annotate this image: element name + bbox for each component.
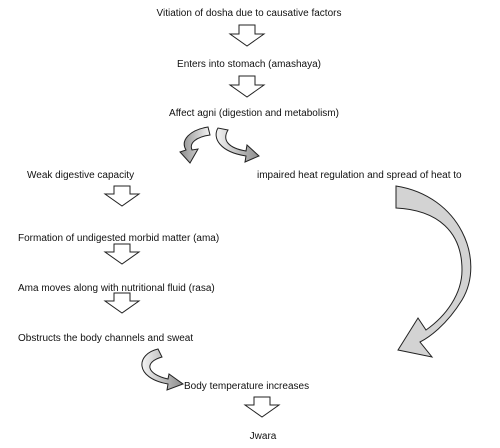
step-impaired-heat: impaired heat regulation and spread of h… <box>257 170 462 181</box>
down-arrow-1 <box>228 24 266 47</box>
step-agni: Affect agni (digestion and metabolism) <box>169 108 339 119</box>
down-arrow-5 <box>103 292 141 314</box>
down-arrow-2 <box>228 75 266 98</box>
step-stomach: Enters into stomach (amashaya) <box>177 59 321 70</box>
curved-arrow-obstructs <box>141 348 185 391</box>
down-arrow-6 <box>243 396 281 418</box>
down-arrow-3 <box>103 185 141 207</box>
curved-arrow-right <box>215 127 260 163</box>
step-jwara: Jwara <box>249 431 277 442</box>
step-obstructs: Obstructs the body channels and sweat <box>18 333 194 344</box>
big-curved-arrow <box>395 185 472 358</box>
step-vitiation: Vitiation of dosha due to causative fact… <box>156 8 342 19</box>
step-ama-moves: Ama moves along with nutritional fluid (… <box>18 283 215 294</box>
step-ama-formation: Formation of undigested morbid matter (a… <box>18 233 220 244</box>
step-weak-digestive: Weak digestive capacity <box>27 170 135 181</box>
step-body-temperature: Body temperature increases <box>184 381 310 392</box>
curved-arrow-left <box>179 126 211 164</box>
down-arrow-4 <box>103 243 141 265</box>
